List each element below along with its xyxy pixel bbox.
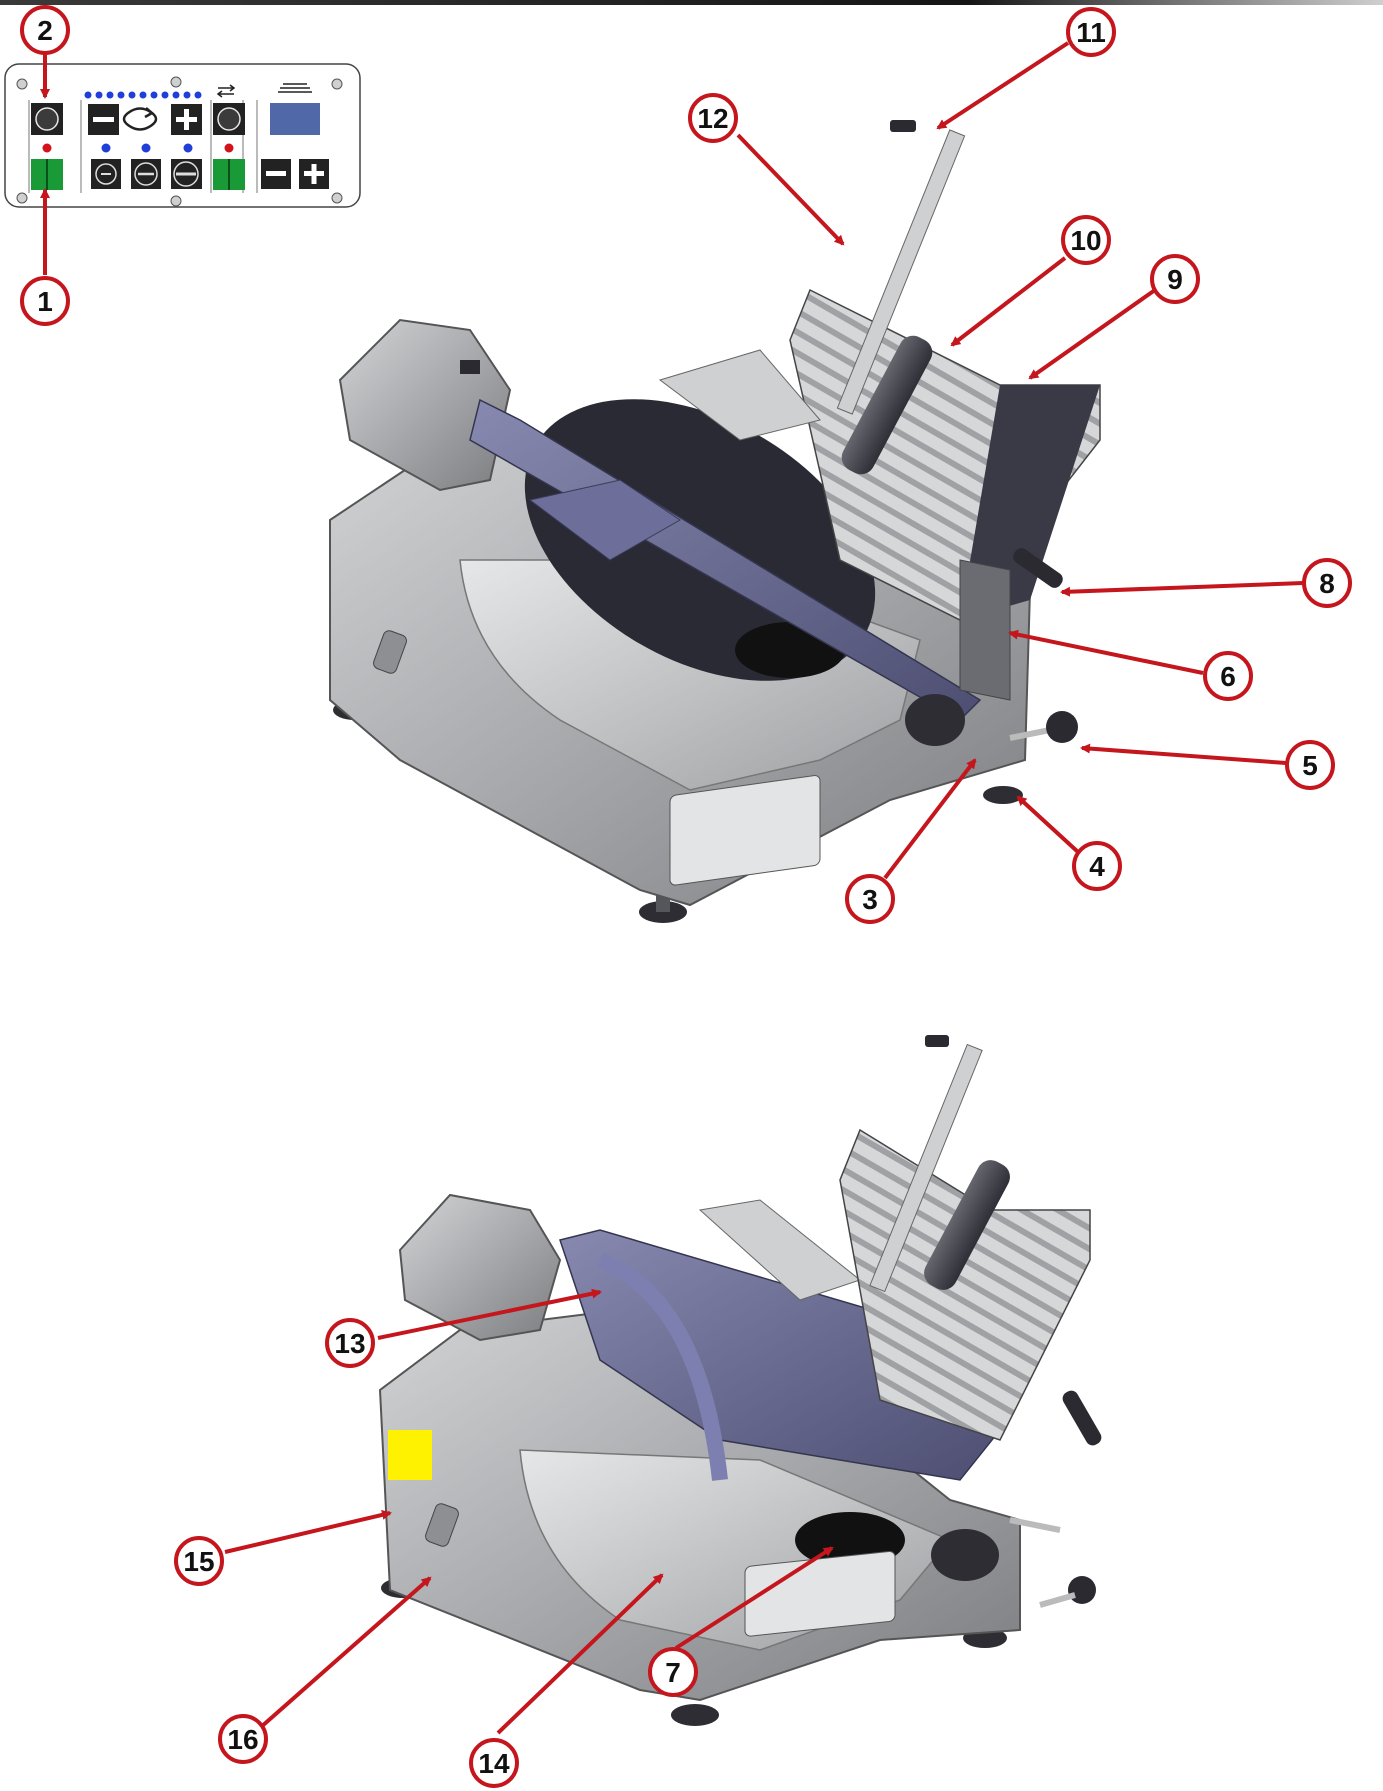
callout-1: 1: [20, 276, 70, 326]
arrow-3: [883, 758, 977, 880]
plus-icon: [171, 104, 202, 135]
callout-6: 6: [1203, 651, 1253, 701]
callout-5: 5: [1285, 740, 1335, 790]
callout-15-label: 15: [183, 1546, 214, 1577]
arrow-8: [1060, 581, 1304, 597]
arrow-5: [1080, 743, 1287, 765]
callout-6-label: 6: [1220, 661, 1236, 692]
control-panel-inset: [4, 63, 361, 208]
callout-4-label: 4: [1089, 851, 1105, 882]
stroke-long-icon: [171, 159, 202, 189]
start-button-icon: [31, 159, 63, 190]
callout-3-label: 3: [862, 884, 878, 915]
arrow-10: [950, 256, 1067, 347]
callout-3: 3: [845, 874, 895, 924]
arrow-7: [674, 1546, 834, 1650]
pusher-slide-rod: [836, 129, 966, 415]
top-rule: [0, 0, 1383, 5]
callout-1-label: 1: [37, 286, 53, 317]
counter-minus-icon: [261, 159, 291, 189]
stack-icon: [278, 83, 312, 93]
arrow-13: [377, 1288, 602, 1340]
swap-arrows-icon: [216, 84, 236, 98]
stroke-indicators: [101, 143, 193, 153]
speed-indicator-dots: [84, 91, 202, 99]
stroke-medium-icon: [131, 159, 161, 189]
machine-control-panel: [669, 775, 821, 886]
callout-11: 11: [1066, 7, 1116, 57]
arrow-14: [496, 1573, 664, 1735]
callout-7: 7: [648, 1647, 698, 1697]
callout-4: 4: [1072, 841, 1122, 891]
minus-icon: [88, 104, 119, 135]
arrow-6: [1008, 629, 1204, 675]
arrow-16: [259, 1576, 432, 1729]
slicer-machine-rear-view: [378, 1035, 1102, 1726]
callout-2-label: 2: [37, 15, 53, 46]
thickness-knob: [905, 694, 965, 746]
rear-motor-housing: [398, 1193, 562, 1342]
arrow-9: [1028, 288, 1157, 380]
callout-8: 8: [1302, 558, 1352, 608]
slicer-machine-front-view: [329, 120, 1101, 923]
carriage-start-button-icon: [213, 159, 245, 190]
panel-screws: [16, 76, 343, 207]
counter-plus-icon: [299, 159, 329, 189]
callout-2: 2: [20, 5, 70, 55]
callout-14: 14: [469, 1738, 519, 1788]
power-indicator-red: [42, 143, 52, 153]
slice-counter-display: [270, 103, 320, 135]
arrow-12: [736, 133, 845, 246]
callout-7-label: 7: [665, 1657, 681, 1688]
callout-11-label: 11: [1076, 17, 1106, 48]
food-pusher: [841, 335, 933, 475]
callout-12-label: 12: [697, 103, 728, 134]
callout-5-label: 5: [1302, 750, 1318, 781]
callout-15: 15: [174, 1536, 224, 1586]
carriage-stop-button-icon: [213, 103, 245, 135]
lever-ball: [1046, 711, 1078, 743]
callout-16: 16: [218, 1714, 268, 1764]
callout-circles: 1 2 3 4 5 6 7 8: [20, 5, 1352, 1788]
arrow-11: [936, 41, 1070, 130]
callout-10: 10: [1061, 215, 1111, 265]
cycle-icon: [122, 107, 158, 131]
arrow-4: [1016, 795, 1080, 854]
callout-10-label: 10: [1070, 225, 1101, 256]
carriage-indicator-red: [224, 143, 234, 153]
callout-12: 12: [688, 93, 738, 143]
callout-13: 13: [325, 1318, 375, 1368]
callout-9-label: 9: [1167, 264, 1183, 295]
arrow-15: [224, 1509, 392, 1554]
callout-14-label: 14: [478, 1748, 510, 1779]
callout-9: 9: [1150, 254, 1200, 304]
warning-label-yellow: [388, 1430, 432, 1480]
carriage-handle: [1013, 548, 1063, 588]
blade-guard: [559, 1229, 1001, 1481]
callout-16-label: 16: [227, 1724, 258, 1755]
callout-arrows: [40, 41, 1304, 1735]
callout-8-label: 8: [1319, 568, 1335, 599]
power-button-icon: [31, 103, 63, 135]
callout-13-label: 13: [334, 1328, 365, 1359]
stroke-short-icon: [91, 159, 121, 189]
